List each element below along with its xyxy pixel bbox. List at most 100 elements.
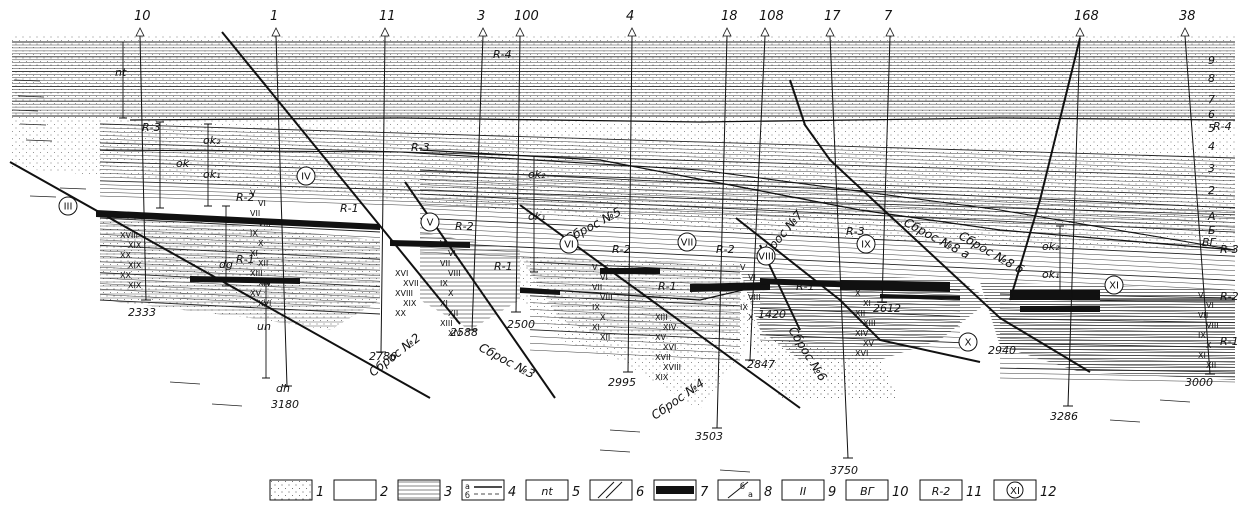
- horizon-label: XI: [592, 323, 600, 332]
- horizon-label: IX: [592, 303, 600, 312]
- horizon-label: XVI: [855, 349, 868, 358]
- legend-swatch: [333, 479, 377, 501]
- horizon-label: XII: [258, 259, 268, 268]
- legend-sample-text: II: [800, 485, 807, 498]
- well: 10 2333: [128, 9, 156, 319]
- horizon-label: XVIII: [395, 289, 413, 298]
- unit-labels: nt ok ok₂ ok₁ dg un dh ok₂ ok₁ ok₂ ok₁: [115, 66, 1060, 395]
- legend-sample-text: XI: [1010, 486, 1020, 497]
- horizon-label: XIV: [855, 329, 869, 338]
- horizon-label: XIX: [403, 299, 417, 308]
- reflector-label: R-4: [493, 48, 512, 61]
- horizon-label: XI: [440, 299, 448, 308]
- reflector-label: R-1: [494, 260, 513, 273]
- horizon-label: IX: [250, 229, 258, 238]
- legend-number: 6: [636, 485, 644, 500]
- horizon-label: XII: [600, 333, 610, 342]
- layer-index: 3: [1208, 162, 1215, 175]
- legend-item: 6: [589, 479, 644, 501]
- horizon-label: V: [440, 239, 446, 248]
- reflector-label: R-3: [142, 121, 161, 134]
- block-label: IV: [301, 172, 311, 183]
- horizon-label: XII: [1206, 361, 1216, 370]
- unit-label-ok2: ok₂: [1042, 240, 1060, 253]
- well-number: 1: [270, 9, 278, 24]
- horizon-label: XIV: [258, 279, 272, 288]
- horizon-label: VIII: [448, 269, 461, 278]
- legend-swatch: [845, 479, 889, 501]
- horizon-label: XVIII: [663, 363, 681, 372]
- well-number: 3: [477, 9, 485, 24]
- legend-item: XI 12: [993, 479, 1057, 501]
- horizon-label: XV: [863, 339, 874, 348]
- horizon-label: VII: [1198, 311, 1208, 320]
- horizon-label: XIII: [655, 313, 668, 322]
- legend-item: 1: [269, 479, 324, 501]
- well-depth: 3750: [830, 464, 858, 477]
- well-number: 4: [626, 9, 634, 24]
- unit-label-ok1: ok₁: [203, 168, 221, 181]
- well-depth: 2333: [128, 306, 156, 319]
- layer-index: 7: [1208, 93, 1215, 106]
- layer-index: 6: [1208, 108, 1215, 121]
- block-marker: IX: [856, 234, 876, 254]
- legend-sample-text: R-2: [932, 485, 951, 498]
- horizon-label: VIII: [600, 293, 613, 302]
- well-depth: 2500: [507, 318, 535, 331]
- reflector-label: R-3: [1220, 243, 1239, 256]
- depth-label: 2940: [988, 344, 1016, 357]
- reflector-label: R-1: [340, 202, 359, 215]
- block-marker: VII: [677, 232, 697, 252]
- horizon-label: X: [748, 313, 754, 322]
- horizon-label: VII: [740, 283, 750, 292]
- reflector-label: R-2: [716, 243, 735, 256]
- well-number: 10: [134, 9, 151, 24]
- horizon-label: VI: [748, 273, 756, 282]
- legend-item: 3: [397, 479, 452, 501]
- reflector-label: R-1: [796, 280, 815, 293]
- horizon-label: XIII: [863, 319, 876, 328]
- horizon-label: V: [740, 263, 746, 272]
- horizon-label: V: [592, 263, 598, 272]
- horizon-label: VI: [600, 273, 608, 282]
- legend-number: 12: [1040, 485, 1057, 500]
- legend-sample-text: ВГ: [860, 485, 875, 498]
- depth-label: 1420: [758, 308, 786, 321]
- block-label: III: [64, 202, 73, 213]
- well-depth: 2847: [747, 358, 775, 371]
- block-label: VIII: [758, 252, 774, 263]
- well-depth: 2786: [369, 350, 397, 363]
- legend-number: 2: [380, 485, 388, 500]
- reflector-label: R-1: [236, 253, 255, 266]
- legend-swatch: [919, 479, 963, 501]
- legend-number: 7: [700, 485, 709, 500]
- layer-index: 4: [1208, 140, 1215, 153]
- unit-label-un: un: [257, 320, 271, 333]
- layer-index: 9: [1208, 54, 1215, 67]
- well-number: 11: [379, 9, 396, 24]
- horizon-label: X: [1206, 341, 1212, 350]
- reflector-label: R-1: [658, 280, 677, 293]
- block-marker: VIII: [756, 246, 776, 266]
- horizon-label: X: [258, 239, 264, 248]
- unit-label-dh: dh: [276, 382, 290, 395]
- reflector-lines: [99, 117, 1236, 301]
- unit-label-ok1: ok₁: [1042, 268, 1060, 281]
- well-number: 18: [721, 9, 738, 24]
- horizon-label: XIV: [448, 329, 462, 338]
- horizon-label: XIX: [128, 261, 142, 270]
- horizon-label: XII: [855, 309, 865, 318]
- reflector-label: R-1: [1220, 335, 1239, 348]
- horizon-label: VIII: [748, 293, 761, 302]
- unit-label-dg: dg: [219, 258, 233, 271]
- reflector-label: R-4: [1213, 120, 1232, 133]
